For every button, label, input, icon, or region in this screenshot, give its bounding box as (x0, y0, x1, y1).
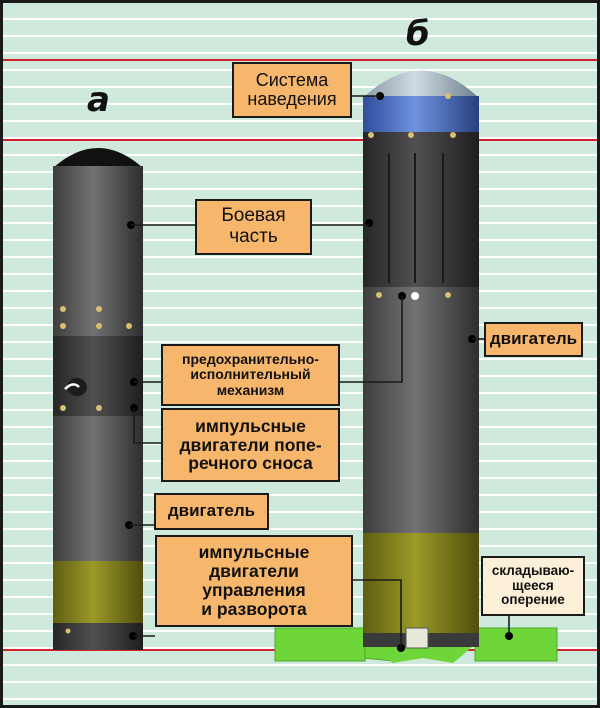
label-warhead: Боевая часть (195, 199, 312, 255)
missile-a (53, 148, 143, 650)
label-guidance-system: Система наведения (232, 62, 352, 118)
missile-a-tail-section (53, 623, 143, 650)
missile-a-mechanism-section (53, 336, 143, 416)
missile-b (274, 70, 558, 663)
missile-b-fin-right (474, 627, 558, 662)
letter-b: б (406, 14, 430, 54)
missile-diagram (3, 59, 597, 663)
missile-a-nose (53, 148, 143, 168)
label-lateral-thrusters: импульсные двигатели попе- речного сноса (161, 408, 340, 482)
missile-b-nozzle (405, 627, 429, 649)
label-engine-b: двигатель (484, 322, 583, 357)
missile-b-engine-section (363, 287, 479, 533)
missile-b-guidance-section (363, 96, 479, 132)
leader-lines (129, 95, 510, 648)
missile-b-warhead-section (363, 132, 479, 287)
label-control-thrusters: импульсные двигатели управления и развор… (155, 535, 353, 627)
missile-b-dome (363, 70, 479, 98)
missile-a-engine-section (53, 416, 143, 561)
label-engine-a: двигатель (154, 493, 269, 530)
label-safety-arming-mechanism: предохранительно- исполнительный механиз… (161, 344, 340, 406)
missile-a-olive-section (53, 561, 143, 623)
label-folding-fins: складываю- щееся оперение (481, 556, 585, 616)
letter-a: а (87, 80, 110, 120)
missile-b-olive-section (363, 533, 479, 633)
